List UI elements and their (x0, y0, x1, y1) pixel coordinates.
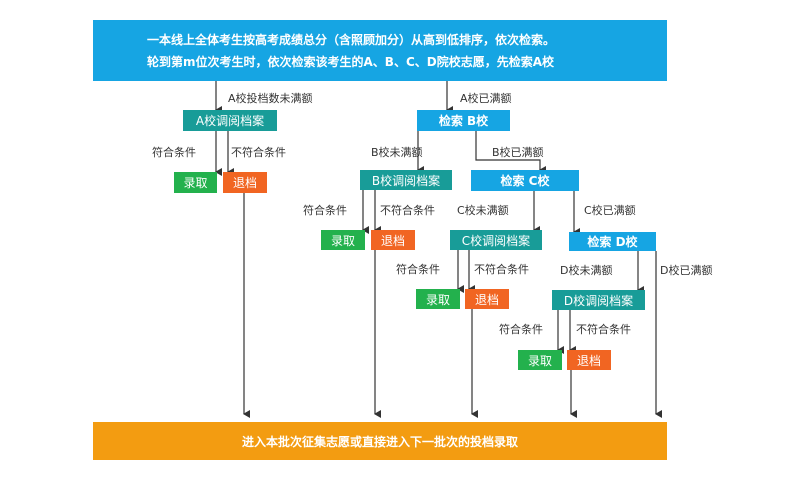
node-b-return: 退档 (371, 230, 415, 250)
label-c-under: C校未满额 (457, 204, 509, 217)
node-search-d: 检索 D校 (569, 232, 656, 251)
node-search-b: 检索 B校 (417, 110, 510, 131)
node-a-review-files: A校调阅档案 (183, 110, 277, 131)
label-d-not-meets: 不符合条件 (576, 323, 631, 336)
label-a-full: A校已满额 (460, 92, 512, 105)
footer-next-batch-box: 进入本批次征集志愿或直接进入下一批次的投档录取 (93, 422, 667, 460)
header-instruction-box: 一本线上全体考生按高考成绩总分（含照顾加分）从高到低排序，依次检索。 轮到第m位… (93, 20, 667, 81)
label-a-not-meets: 不符合条件 (231, 146, 286, 159)
label-a-under-quota: A校投档数未满额 (228, 92, 313, 105)
label-c-meets: 符合条件 (396, 263, 440, 276)
label-b-meets: 符合条件 (303, 204, 347, 217)
node-c-review-files: C校调阅档案 (450, 230, 542, 250)
label-b-under: B校未满额 (371, 146, 423, 159)
label-d-full: D校已满额 (660, 264, 713, 277)
node-c-admit: 录取 (416, 289, 460, 309)
node-c-return: 退档 (465, 289, 509, 309)
label-c-not-meets: 不符合条件 (474, 263, 529, 276)
label-b-full: B校已满额 (492, 146, 544, 159)
node-search-c: 检索 C校 (471, 170, 579, 191)
node-d-return: 退档 (567, 350, 611, 370)
node-d-admit: 录取 (518, 350, 562, 370)
label-c-full: C校已满额 (584, 204, 636, 217)
footer-text: 进入本批次征集志愿或直接进入下一批次的投档录取 (241, 434, 518, 449)
label-d-meets: 符合条件 (499, 323, 543, 336)
label-a-meets: 符合条件 (152, 146, 196, 159)
node-a-return: 退档 (223, 172, 267, 193)
header-line-2: 轮到第m位次考生时，依次检索该考生的A、B、C、D院校志愿，先检索A校 (147, 54, 554, 69)
label-b-not-meets: 不符合条件 (380, 204, 435, 217)
header-line-1: 一本线上全体考生按高考成绩总分（含照顾加分）从高到低排序，依次检索。 (147, 32, 556, 47)
node-d-review-files: D校调阅档案 (552, 290, 645, 310)
label-d-under: D校未满额 (560, 264, 613, 277)
node-a-admit: 录取 (174, 172, 217, 193)
node-b-review-files: B校调阅档案 (360, 170, 452, 190)
node-b-admit: 录取 (321, 230, 365, 250)
